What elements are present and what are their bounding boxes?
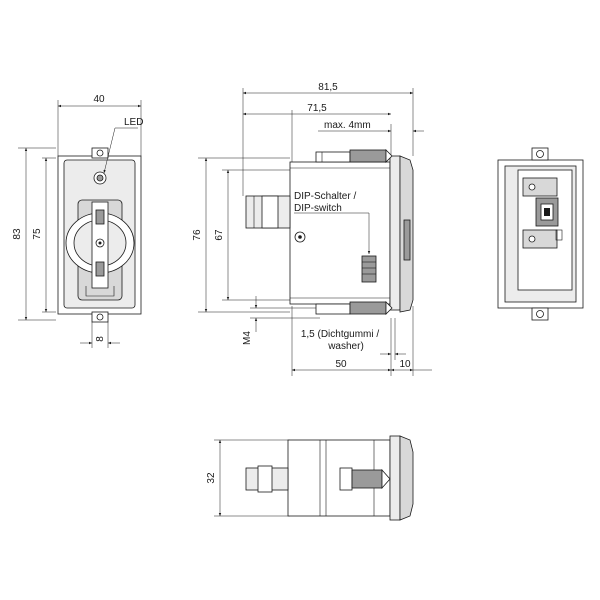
front-top-screw-icon (96, 149, 104, 157)
side-height-inner-label: 67 (214, 229, 225, 241)
rear-top-screw-icon (536, 150, 544, 158)
front-height-inner-label: 75 (32, 228, 43, 240)
washer-label-line2: washer) (327, 341, 364, 352)
front-bottom-screw-icon (96, 313, 104, 321)
side-view: 81,5 71,5 max. 4mm DIP-Schalter / DIP-sw… (192, 82, 432, 376)
side-bottom-bolt (315, 303, 351, 315)
rear-view (497, 147, 584, 321)
total-length-label: 81,5 (318, 82, 338, 93)
max-label: max. 4mm (324, 120, 371, 131)
rear-top-bracket (522, 177, 558, 197)
side-housing (289, 161, 391, 305)
rear-bottom-screw-icon (536, 310, 544, 318)
side-flange-gasket (389, 155, 401, 311)
front-view: 40 LED 83 75 8 (12, 94, 143, 348)
front-height-outer-label: 83 (12, 228, 23, 240)
bottom-flange (399, 435, 414, 521)
rear-bottom-bracket (522, 229, 558, 249)
side-top-bolt (315, 151, 351, 163)
front-bottom-label: 8 (95, 336, 106, 342)
side-height-outer-label: 76 (192, 229, 203, 241)
led-label: LED (124, 117, 143, 128)
bottom-bolt (351, 469, 383, 489)
bottom-height-label: 32 (206, 472, 217, 484)
bottom-view: 32 (206, 435, 414, 521)
front-width-label: 40 (93, 94, 105, 105)
dip-label-en: DIP-switch (294, 203, 342, 214)
dip-label-de: DIP-Schalter / (294, 191, 356, 202)
body-length-label: 50 (335, 359, 347, 370)
dip-switch-icon (361, 255, 377, 283)
thread-label: M4 (242, 331, 253, 345)
washer-label-line1: 1,5 (Dichtgummi / (301, 329, 380, 340)
flange-label: 10 (399, 359, 411, 370)
inner-length-label: 71,5 (307, 103, 327, 114)
